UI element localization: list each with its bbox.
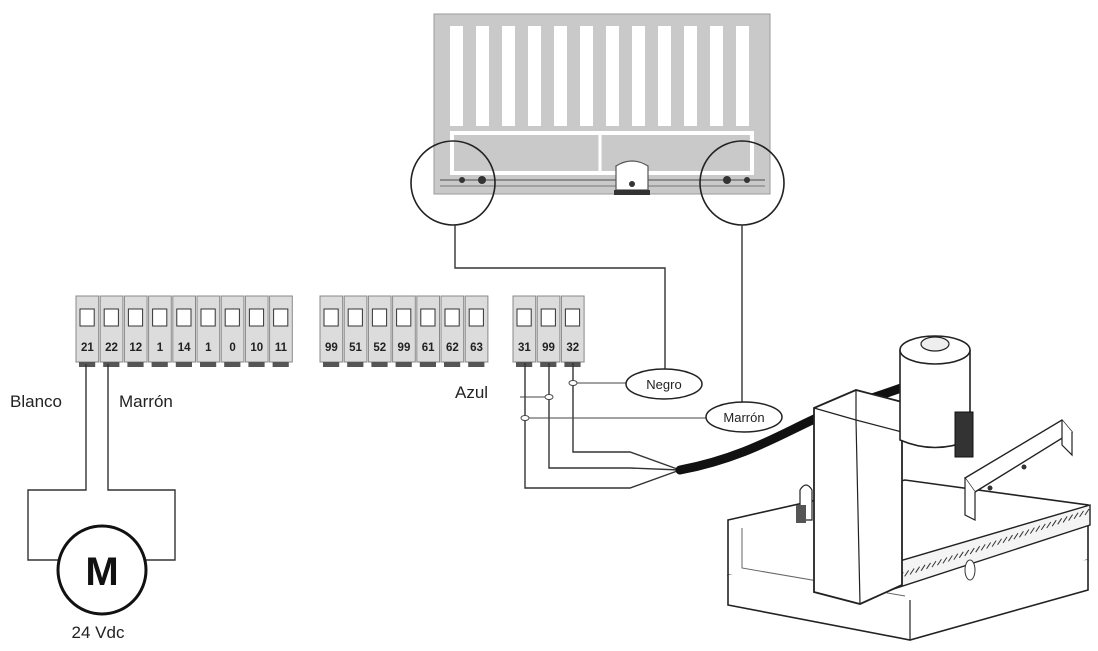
terminal-label: 10 (250, 342, 263, 354)
wire-marron-motor (107, 364, 176, 561)
motor-symbol: M 24 Vdc (56, 524, 148, 642)
labels: Blanco Marrón Azul (10, 383, 488, 411)
terminal-21: 21 (75, 295, 100, 367)
terminal-label: 99 (398, 342, 411, 354)
wire-32 (572, 363, 681, 471)
terminal-label: 62 (446, 342, 459, 354)
terminal-63: 63 (464, 295, 489, 367)
terminal-1: 1 (148, 295, 172, 367)
terminal-label: 99 (325, 342, 338, 354)
terminal-label: 21 (81, 342, 94, 354)
terminal-label: 1 (205, 342, 212, 354)
label-negro: Negro (646, 377, 681, 392)
terminal-99: 99 (319, 295, 344, 367)
wires (27, 225, 743, 561)
terminal-51: 51 (343, 295, 368, 367)
terminal-label: 32 (566, 342, 579, 354)
terminal-label: 31 (518, 342, 531, 354)
terminal-52: 52 (367, 295, 392, 367)
right-limit-stop (723, 176, 731, 184)
sliding-gate (433, 13, 771, 195)
terminal-11: 11 (269, 295, 293, 367)
terminal-12: 12 (123, 295, 148, 367)
terminal-label: 52 (373, 342, 386, 354)
terminal-99: 99 (536, 295, 561, 367)
terminal-1: 1 (196, 295, 221, 367)
gear-motor-unit (727, 335, 1091, 641)
motor-voltage: 24 Vdc (72, 623, 125, 642)
terminal-label: 51 (349, 342, 362, 354)
terminal-label: 11 (275, 342, 288, 354)
label-marron-motor: Marrón (119, 392, 173, 411)
terminal-14: 14 (172, 295, 197, 367)
terminal-block-2: 99 51 52 99 61 62 63 (319, 295, 489, 367)
gate-bars (450, 26, 749, 126)
terminal-label: 12 (129, 342, 142, 354)
terminal-22: 22 (99, 295, 124, 367)
left-limit-stop (478, 176, 486, 184)
label-marron-sensor: Marrón (723, 410, 764, 425)
terminal-0: 0 (220, 295, 245, 367)
terminal-label: 0 (229, 342, 235, 354)
label-azul: Azul (455, 383, 488, 402)
terminal-31: 31 (512, 295, 537, 367)
terminal-label: 63 (470, 342, 483, 354)
terminal-label: 99 (542, 342, 555, 354)
negro-connector: Negro (625, 368, 703, 400)
terminal-label: 22 (105, 342, 118, 354)
left-detail-circle (410, 140, 496, 226)
marron-sensor-connector: Marrón (705, 401, 783, 433)
terminal-62: 62 (440, 295, 465, 367)
terminal-label: 14 (178, 342, 191, 354)
label-blanco: Blanco (10, 392, 62, 411)
terminal-10: 10 (244, 295, 269, 367)
terminal-block-3: 31 99 32 (512, 295, 585, 367)
wire-azul (524, 363, 681, 489)
terminal-61: 61 (416, 295, 440, 367)
terminal-label: 61 (422, 342, 435, 354)
wire-blanco (27, 364, 87, 561)
wire-left-sensor (454, 225, 666, 370)
wire-99 (548, 363, 681, 471)
terminal-label: 1 (157, 342, 164, 354)
terminal-99: 99 (392, 295, 416, 367)
terminal-32: 32 (560, 295, 585, 367)
motor-letter: M (85, 550, 118, 594)
